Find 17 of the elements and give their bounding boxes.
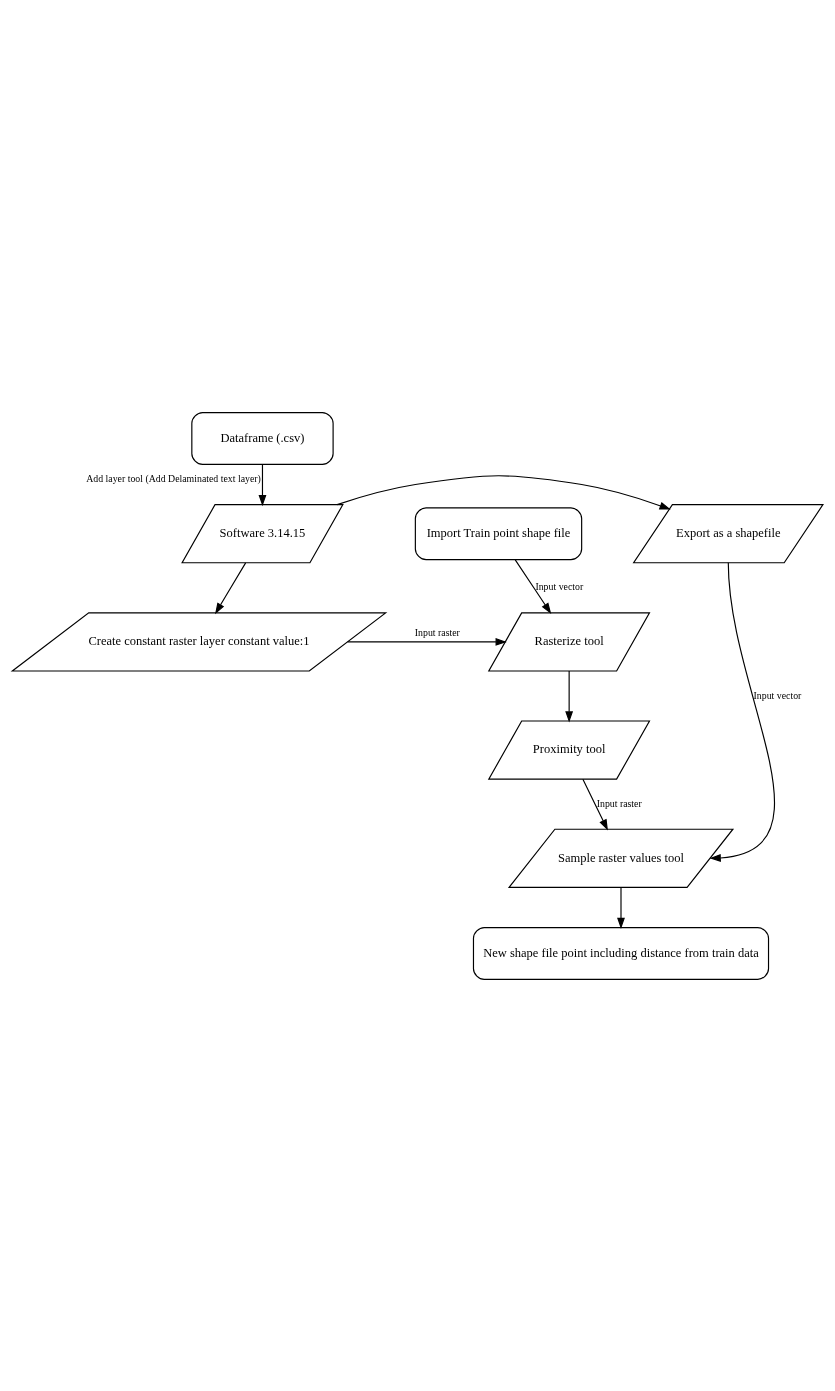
arrow — [336, 474, 671, 510]
node-box: New shape file point including distance from train data — [472, 926, 770, 980]
arrow — [582, 778, 608, 831]
node-box: Dataframe (.csv) — [191, 411, 334, 465]
arrow — [709, 561, 776, 862]
edge-label: Add layer tool (Add Delaminated text layer) — [86, 472, 261, 484]
edge-label: Input raster — [414, 626, 460, 638]
node-box: Import Train point shape file — [414, 506, 583, 560]
edge-label: Input vector — [753, 689, 802, 700]
arrow — [347, 637, 507, 646]
arrow — [617, 886, 625, 929]
arrow — [565, 669, 574, 723]
arrow — [258, 463, 267, 506]
edge-label: Input raster — [596, 797, 642, 809]
edge-label: Input vector — [535, 580, 584, 592]
arrow — [514, 558, 552, 614]
arrow — [215, 561, 247, 614]
